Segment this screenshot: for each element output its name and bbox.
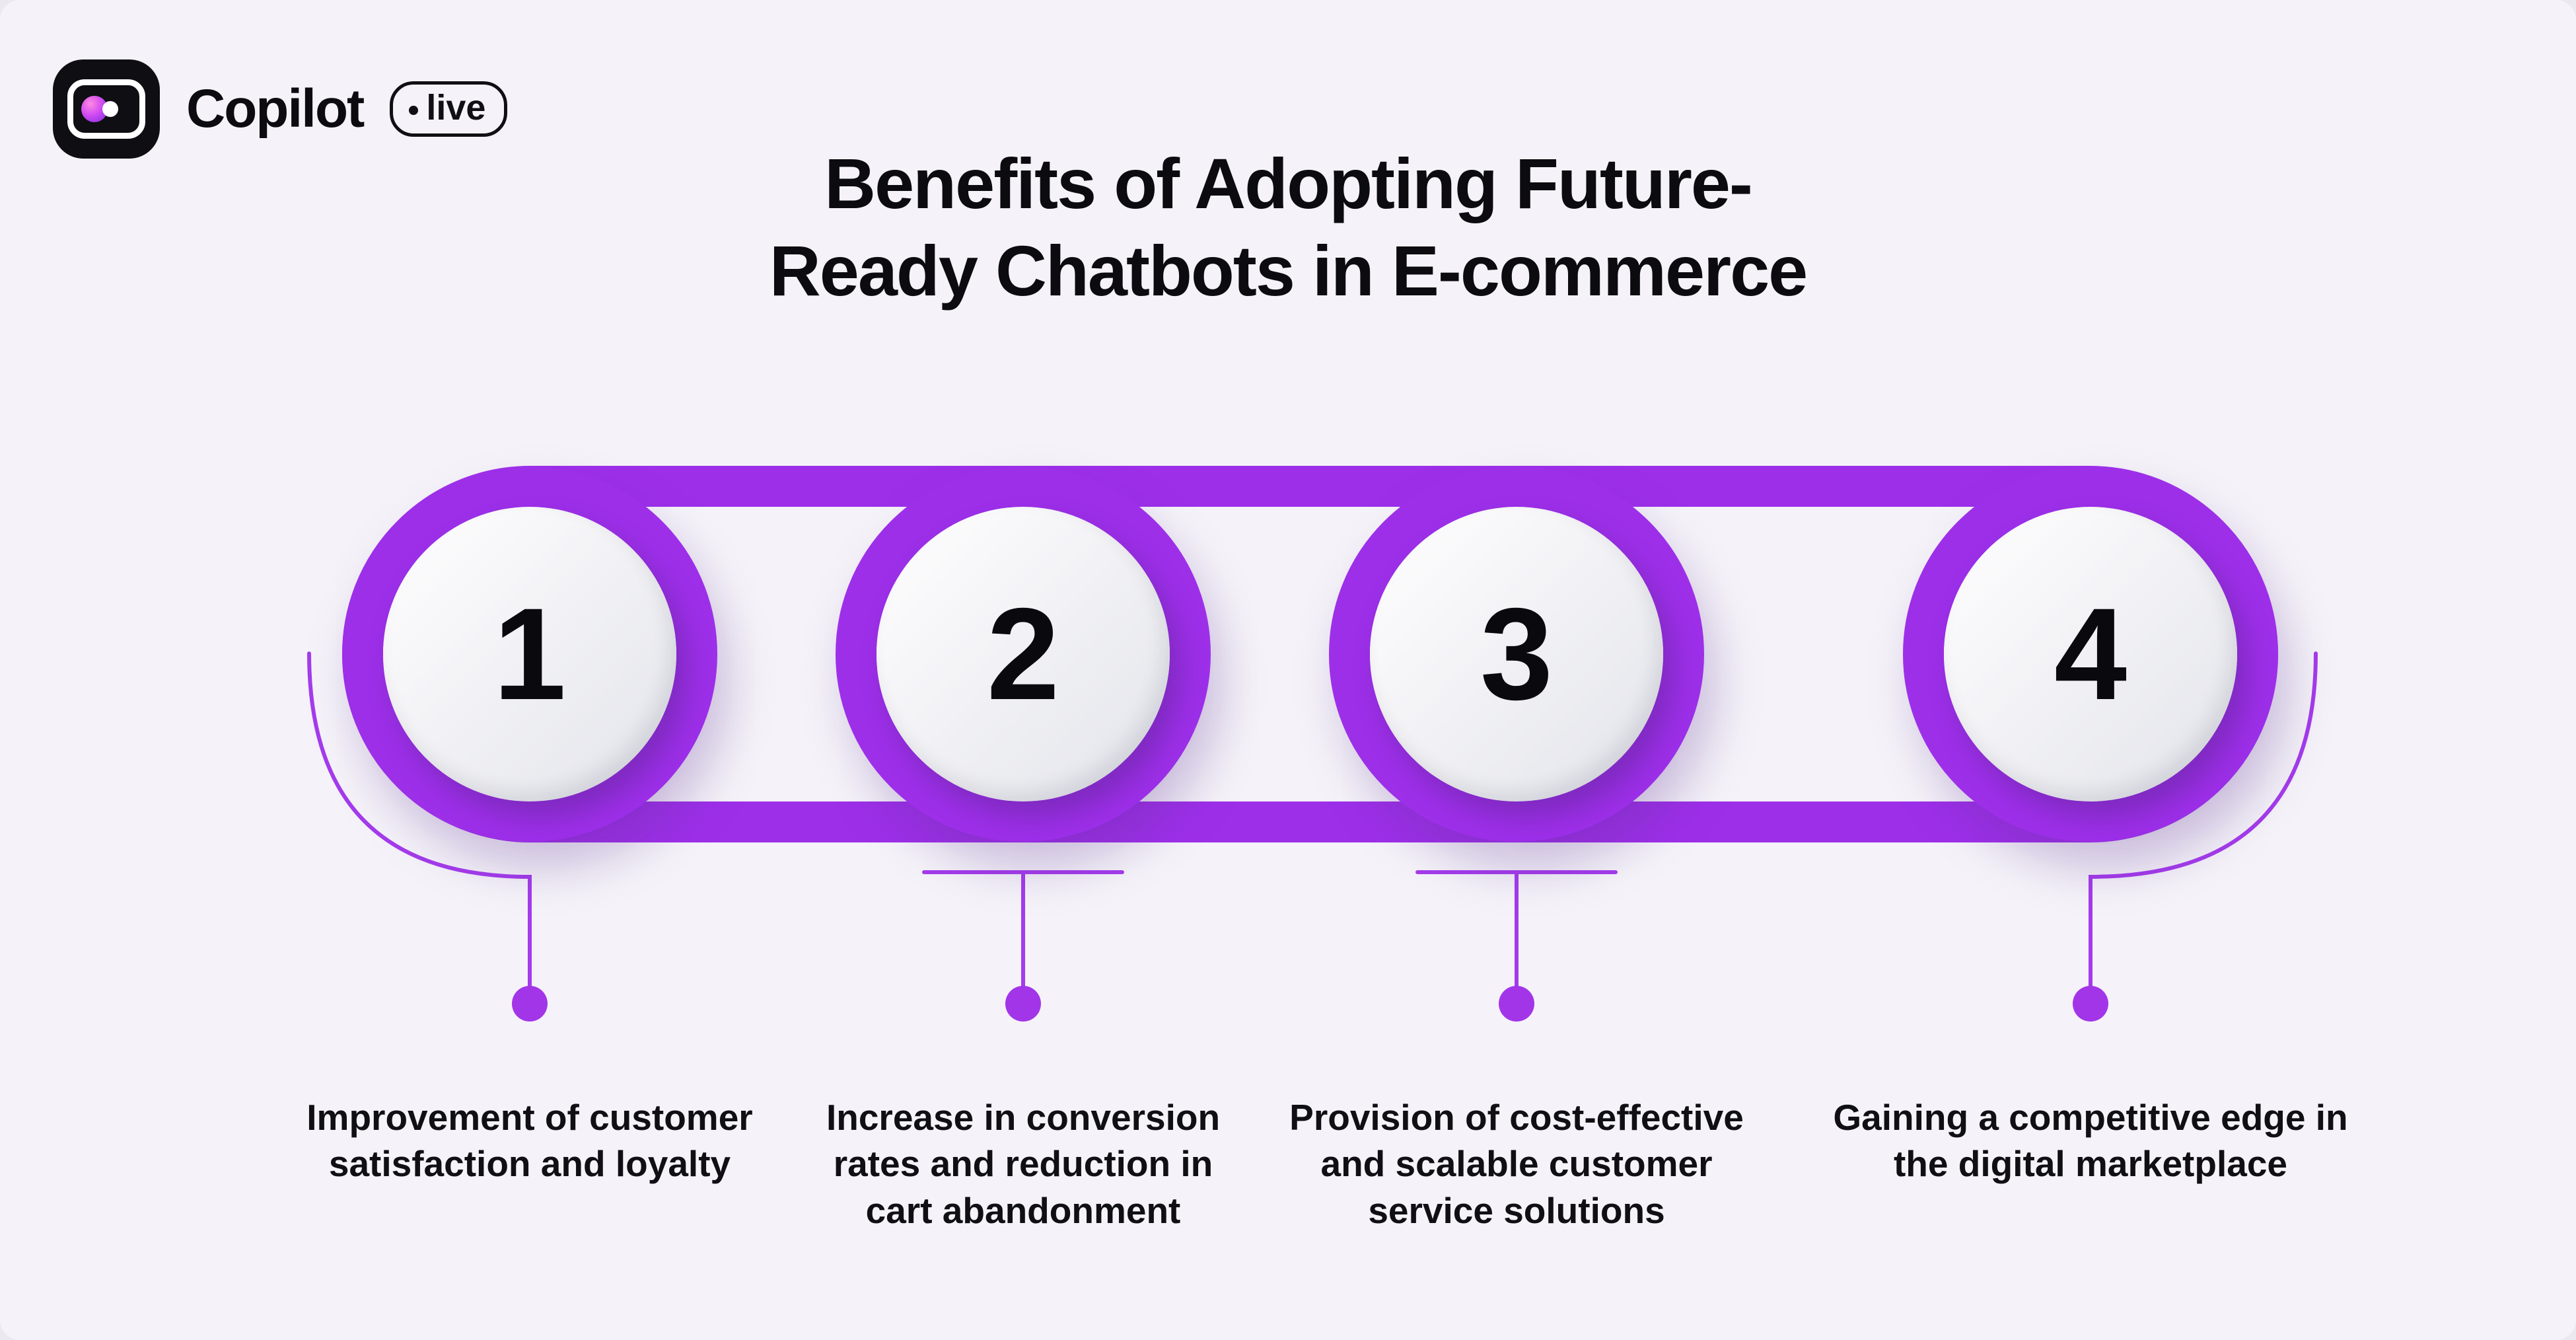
step-disc-3: 3 xyxy=(1370,507,1663,801)
connector-step4 xyxy=(2089,651,2318,988)
step-disc-2: 2 xyxy=(877,507,1170,801)
step-label-1: Improvement of customer satisfaction and… xyxy=(306,1097,753,1185)
brand-badge-label: live xyxy=(426,88,486,128)
badge-dot-icon xyxy=(409,106,419,115)
connector-step3 xyxy=(1415,870,1618,988)
brand-name: Copilot xyxy=(186,79,365,139)
step-number-4: 4 xyxy=(2054,581,2128,727)
step-circle-2: 2 xyxy=(836,466,1211,842)
step-circle-3: 3 xyxy=(1329,466,1704,842)
connector-step2 xyxy=(922,870,1124,988)
step-number-3: 3 xyxy=(1480,581,1554,727)
connector-dot-4 xyxy=(2073,986,2108,1022)
connector-dot-3 xyxy=(1499,986,1534,1022)
page-title: Benefits of Adopting Future-Ready Chatbo… xyxy=(0,140,2576,315)
step-label-3: Provision of cost-effective and scalable… xyxy=(1289,1097,1744,1231)
step-number-1: 1 xyxy=(493,581,567,727)
step-disc-1: 1 xyxy=(383,507,676,801)
logo-frame-shape xyxy=(67,79,145,139)
step-circle-4: 4 xyxy=(1903,466,2278,842)
connector-step1 xyxy=(307,651,532,988)
step-label-4: Gaining a competitive edge in the digita… xyxy=(1833,1097,2348,1185)
logo-white-dot-icon xyxy=(102,101,118,117)
step-number-2: 2 xyxy=(986,581,1060,727)
connector-dot-1 xyxy=(512,986,548,1022)
connector-dot-2 xyxy=(1005,986,1041,1022)
step-label-2: Increase in conversion rates and reducti… xyxy=(826,1097,1221,1231)
page-title-line1: Benefits of Adopting Future- xyxy=(824,143,1753,223)
step-disc-4: 4 xyxy=(1944,507,2237,801)
copilot-logo-icon xyxy=(53,59,160,159)
page-title-line2: Ready Chatbots in E-commerce xyxy=(769,230,1808,311)
step-circle-1: 1 xyxy=(342,466,717,842)
brand-logo: Copilot live xyxy=(53,59,508,159)
brand-badge: live xyxy=(390,81,508,137)
